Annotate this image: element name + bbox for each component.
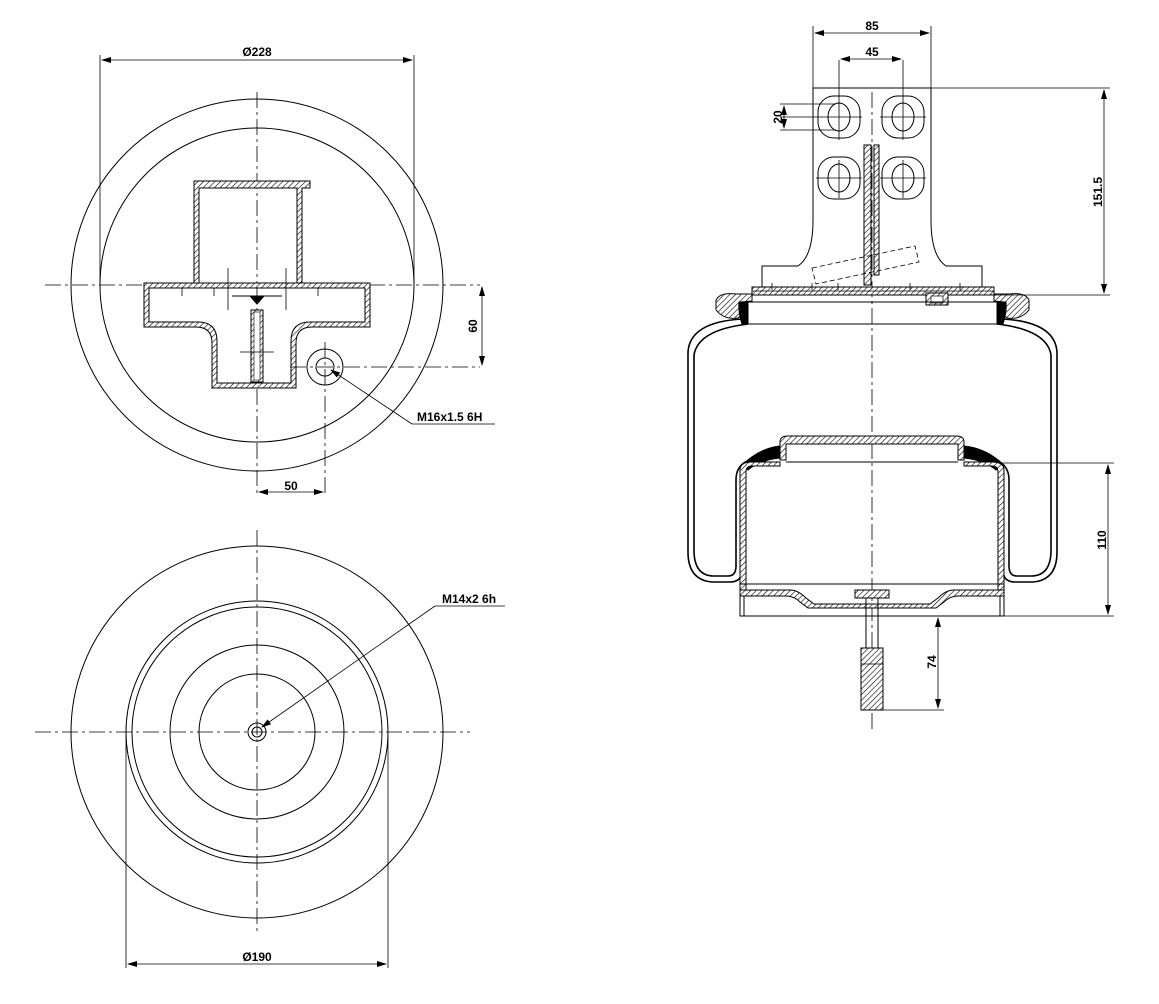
bracket-rib <box>863 144 872 286</box>
angled-plate-hidden <box>811 245 920 285</box>
dim-bottom-diameter: Ø190 <box>242 950 272 964</box>
bracket-rib-2 <box>873 144 880 276</box>
dim-bracket-height: 151.5 <box>1091 177 1105 207</box>
top-view: Ø228 60 50 M16x1.5 6H <box>45 45 495 495</box>
dim-hole-spacing: 45 <box>865 45 879 59</box>
piston-top <box>779 435 965 461</box>
dim-stud-length: 74 <box>925 655 939 669</box>
dim-bracket-width: 85 <box>865 19 879 33</box>
dim-offset-horizontal: 50 <box>284 479 298 493</box>
piston-wall-right <box>963 461 1005 591</box>
piston-boss <box>854 589 890 599</box>
label-top-thread: M16x1.5 6H <box>417 410 482 424</box>
side-view: 85 45 20 151.5 110 74 <box>687 19 1114 730</box>
label-bottom-thread: M14x2 6h <box>442 592 496 606</box>
top-view-bracket-plate <box>143 282 371 389</box>
stud-thread <box>860 647 884 711</box>
dim-hole-size: 20 <box>771 110 785 124</box>
bottom-view: Ø190 M14x2 6h <box>35 530 505 968</box>
dim-top-diameter: Ø228 <box>242 45 272 59</box>
top-view-upright-bracket <box>193 180 311 284</box>
bellow-right <box>984 318 1058 583</box>
dim-piston-height: 110 <box>1095 530 1109 550</box>
piston-wall-left <box>739 461 781 591</box>
bellow-left <box>687 318 761 583</box>
dim-offset-vertical: 60 <box>466 319 480 333</box>
bracket-outline <box>761 87 983 287</box>
mounting-holes <box>780 60 926 200</box>
